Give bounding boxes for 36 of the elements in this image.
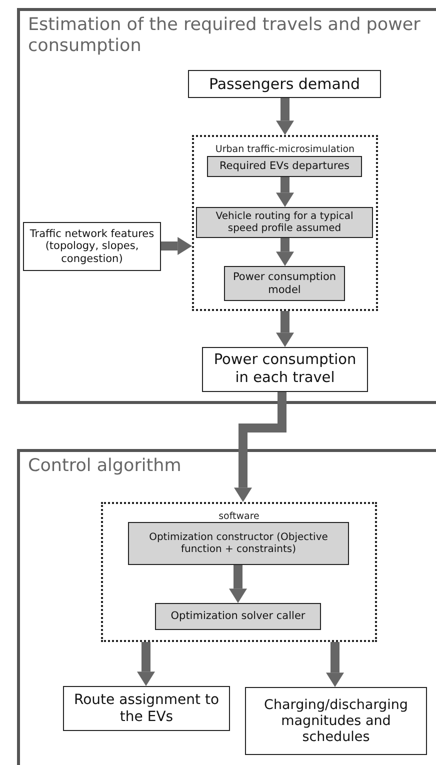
group-box [192,135,378,311]
process-box [128,522,349,565]
box-label: Traffic network features (topology, slopes, congestion) [28,228,156,266]
process-box [23,222,161,271]
arrow [276,311,294,347]
arrow [137,642,155,686]
arrow [161,237,192,255]
box-label: Power consumption in each travel [212,352,358,387]
section-panel [17,449,436,765]
process-box [224,266,345,301]
box-label: Optimization solver caller [170,610,306,623]
arrow [276,177,294,207]
section-panel [17,8,436,404]
section-title: Estimation of the required travels and power consumption [28,15,422,57]
box-label: Route assignment to the EVs [72,692,220,726]
box-label: Passengers demand [208,75,361,93]
process-box [63,686,230,731]
box-label: Optimization constructor (Objective function + constraints) [148,532,329,556]
process-box [207,156,362,177]
process-box [188,70,381,98]
arrow [326,642,344,687]
arrow [276,98,294,135]
group-box [101,502,377,642]
group-label: software [218,510,260,524]
box-label: Charging/discharging magnitudes and schedules [263,696,409,746]
arrow [229,565,247,603]
process-box [245,687,427,755]
process-box [196,207,373,238]
arrow [276,238,294,266]
process-box [155,603,321,630]
box-label: Vehicle routing for a typical speed profile assumed [214,210,354,234]
group-label: Urban traffic-microsimulation [214,143,356,157]
box-label: Required EVs departures [218,160,351,173]
box-label: Power consumption model [232,270,338,296]
section-title: Control algorithm [28,456,182,477]
process-box [202,347,368,392]
